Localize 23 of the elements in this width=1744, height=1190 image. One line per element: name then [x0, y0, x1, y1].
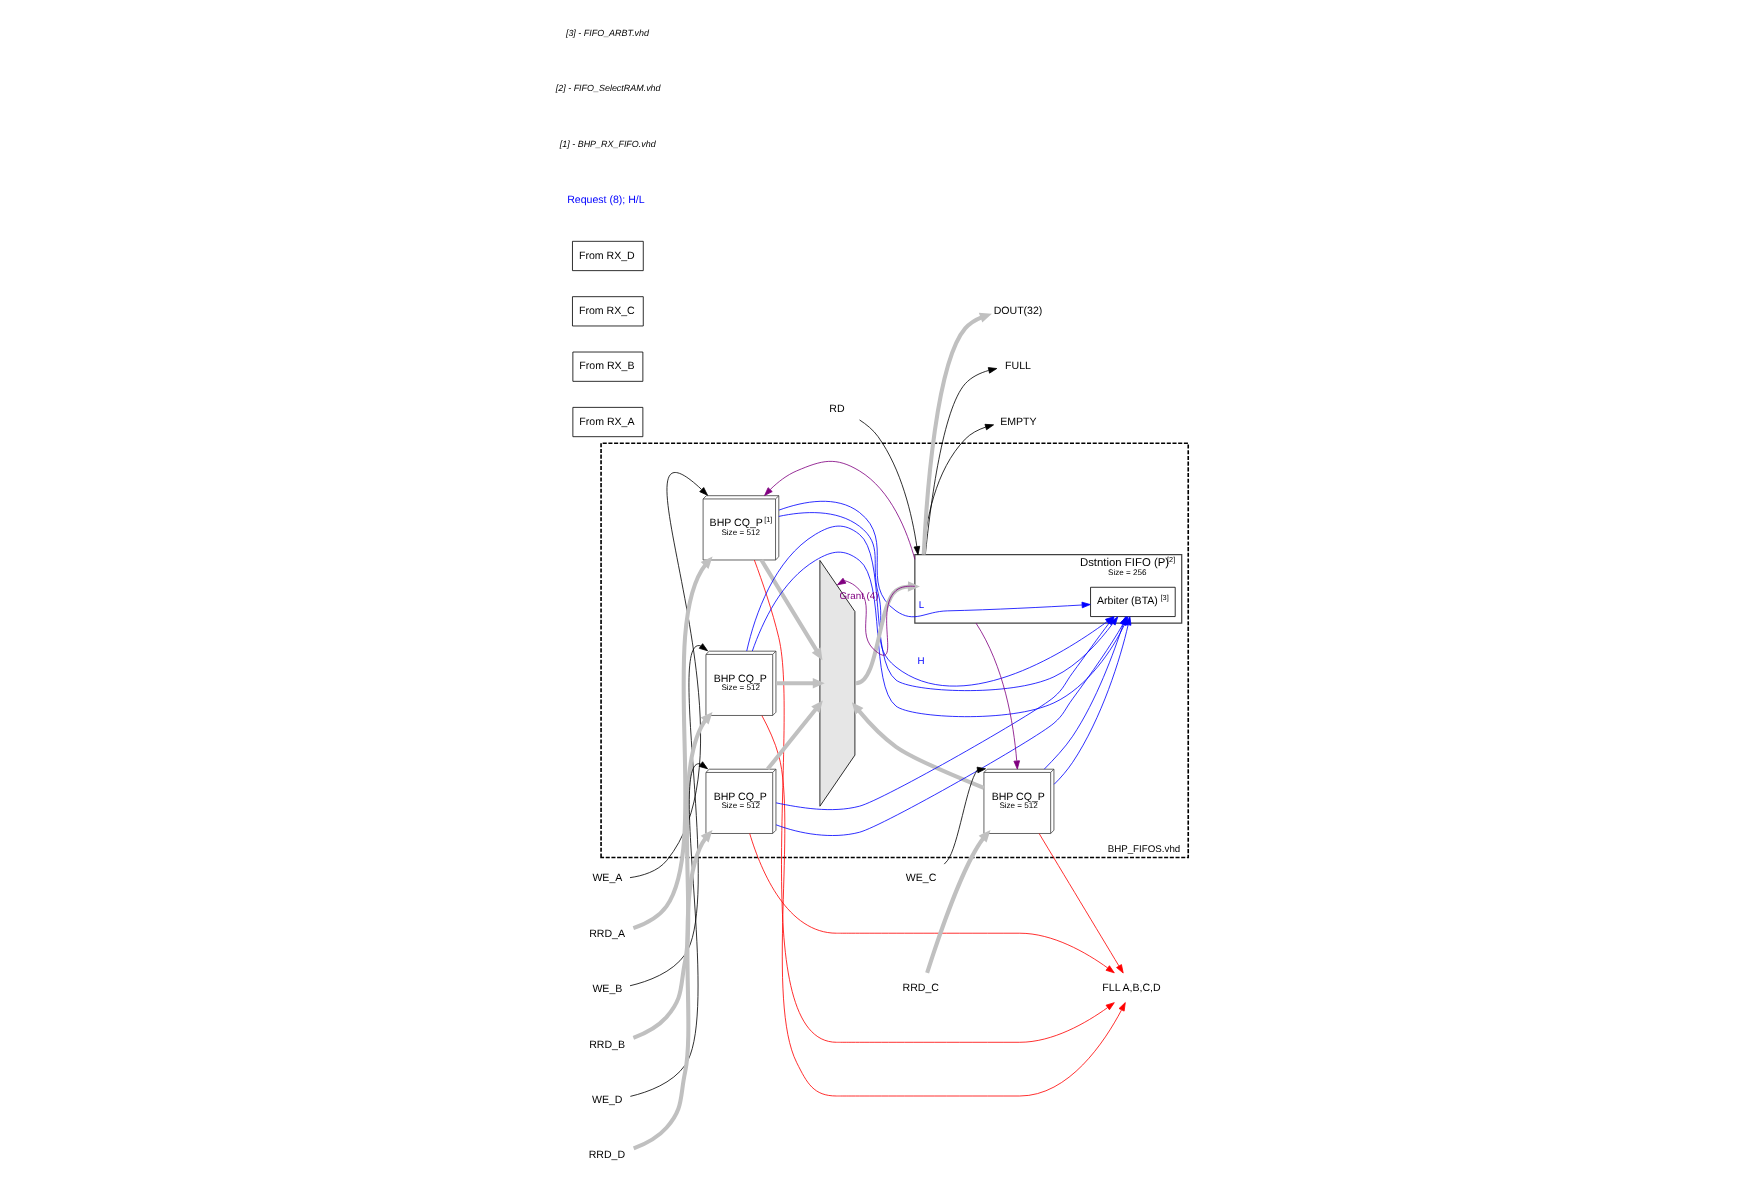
arrow	[629, 643, 708, 987]
arrow	[766, 700, 823, 771]
arrow	[837, 577, 916, 656]
arrow	[632, 712, 713, 1040]
arrow	[761, 715, 1126, 1097]
arrow	[749, 833, 1115, 974]
arrow	[859, 419, 921, 556]
arrow	[759, 559, 823, 661]
arrow	[943, 766, 986, 865]
arrow	[1038, 833, 1124, 974]
arrow	[632, 830, 713, 1151]
arrow	[778, 500, 1091, 618]
arrow	[764, 461, 916, 560]
arrow	[921, 312, 992, 555]
arrow	[776, 678, 825, 689]
arrow	[924, 367, 998, 556]
arrow	[632, 556, 713, 931]
arrow	[855, 581, 920, 686]
arrow	[629, 761, 708, 1097]
arrow	[629, 473, 708, 879]
arrow	[975, 622, 1020, 770]
arrow	[851, 702, 985, 790]
arrow	[925, 830, 991, 974]
